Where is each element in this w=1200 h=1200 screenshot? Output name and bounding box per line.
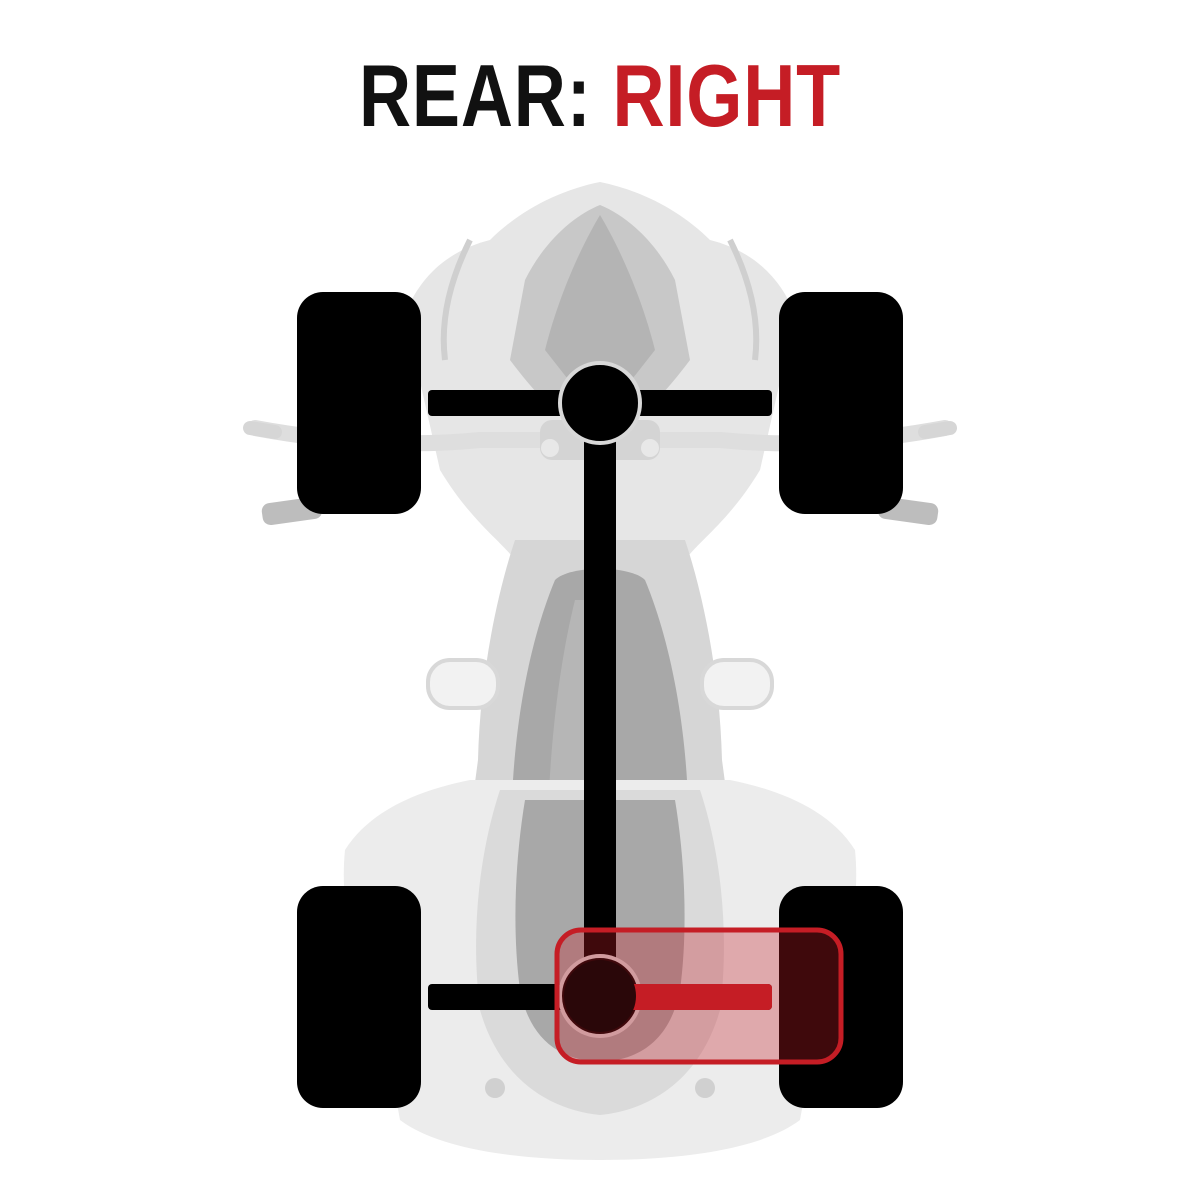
highlight-frame — [554, 927, 844, 1065]
rear-right-half-shaft — [616, 984, 772, 1010]
title-side-value: RIGHT — [612, 46, 842, 145]
front-fender-right-line — [727, 238, 760, 361]
tail-bolt-right — [695, 1078, 715, 1098]
front-fender-left-line — [440, 238, 473, 361]
clamp-bolt-left — [541, 439, 559, 457]
rear-differential-highlighted — [564, 960, 636, 1032]
wheel-rear-left — [297, 886, 421, 1108]
left-footrest — [426, 658, 500, 710]
right-footrest — [700, 658, 774, 710]
front-differential — [558, 361, 642, 445]
drivetrain — [428, 361, 772, 1038]
title-axle-label: REAR: — [358, 46, 592, 145]
front-nose-highlight — [545, 215, 655, 420]
wheel-front-right — [779, 292, 903, 514]
wheel-front-left — [297, 292, 421, 514]
clamp-bolt-right — [641, 439, 659, 457]
drive-shaft — [584, 400, 616, 1000]
tail-bolt-left — [485, 1078, 505, 1098]
brake-lever-right — [918, 421, 957, 439]
diagram-title: REAR: RIGHT — [108, 48, 1092, 144]
rear-right-highlight — [554, 927, 844, 1065]
brake-lever-left — [243, 421, 282, 439]
